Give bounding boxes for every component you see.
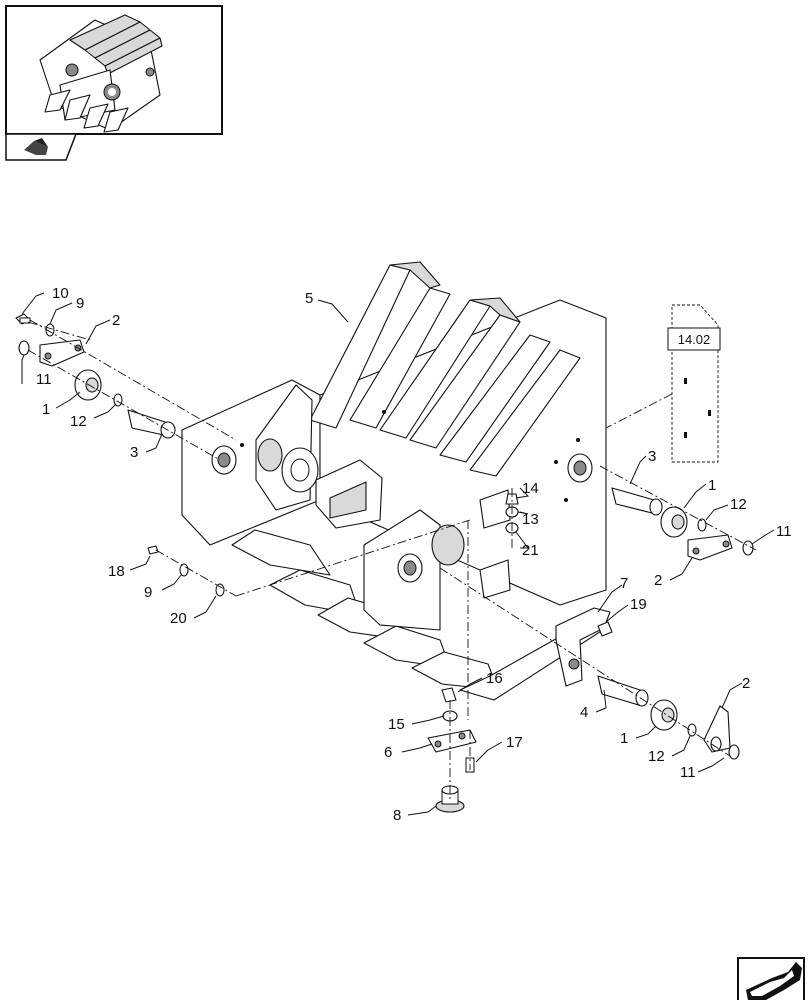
callout-12: 12	[70, 413, 87, 430]
callout-20: 20	[170, 610, 187, 627]
callout-1: 1	[42, 401, 50, 418]
callout-1-right: 1	[708, 477, 716, 494]
callout-leaders	[21, 292, 775, 816]
callout-numbers: 10 9 2 11 1 12 3 5 14 13 21 3 1 12 11 2 …	[36, 285, 792, 824]
callout-11: 11	[36, 371, 52, 388]
callout-10: 10	[52, 285, 69, 302]
assembly-thumbnail	[39, 14, 163, 133]
callout-19: 19	[630, 596, 647, 613]
callout-8: 8	[393, 807, 401, 824]
callout-2: 2	[112, 312, 120, 329]
reference-box-label: 14.02	[678, 332, 711, 347]
callout-11-right: 11	[776, 523, 792, 540]
callout-6: 6	[384, 744, 392, 761]
callout-18: 18	[108, 563, 125, 580]
callout-2-lower: 2	[742, 675, 750, 692]
callout-9: 9	[76, 295, 84, 312]
callout-13: 13	[522, 511, 539, 528]
callout-9-lower: 9	[144, 584, 152, 601]
callout-12-lower: 12	[648, 748, 665, 765]
callout-7: 7	[620, 575, 628, 592]
callout-16: 16	[486, 670, 503, 687]
reference-box[interactable]: 14.02	[667, 327, 721, 351]
callout-17: 17	[506, 734, 523, 751]
callout-3-right: 3	[648, 448, 656, 465]
callout-3: 3	[130, 444, 138, 461]
callout-2-right: 2	[654, 572, 662, 589]
callout-12-right: 12	[730, 496, 747, 513]
callout-14: 14	[522, 480, 539, 497]
callout-15: 15	[388, 716, 405, 733]
alignment-lines	[27, 319, 757, 800]
bottom-hardware	[427, 687, 477, 813]
callout-4: 4	[580, 704, 588, 721]
previous-page-arrow-icon[interactable]	[24, 138, 48, 155]
callout-5: 5	[305, 290, 313, 307]
thumbnail-panel[interactable]	[5, 5, 223, 161]
next-page-arrow-icon	[746, 962, 802, 1000]
callout-11-lower: 11	[680, 764, 696, 781]
callout-21: 21	[522, 542, 539, 559]
right-hardware	[505, 487, 754, 760]
next-page-button[interactable]	[737, 957, 805, 1000]
callout-1-lower: 1	[620, 730, 628, 747]
